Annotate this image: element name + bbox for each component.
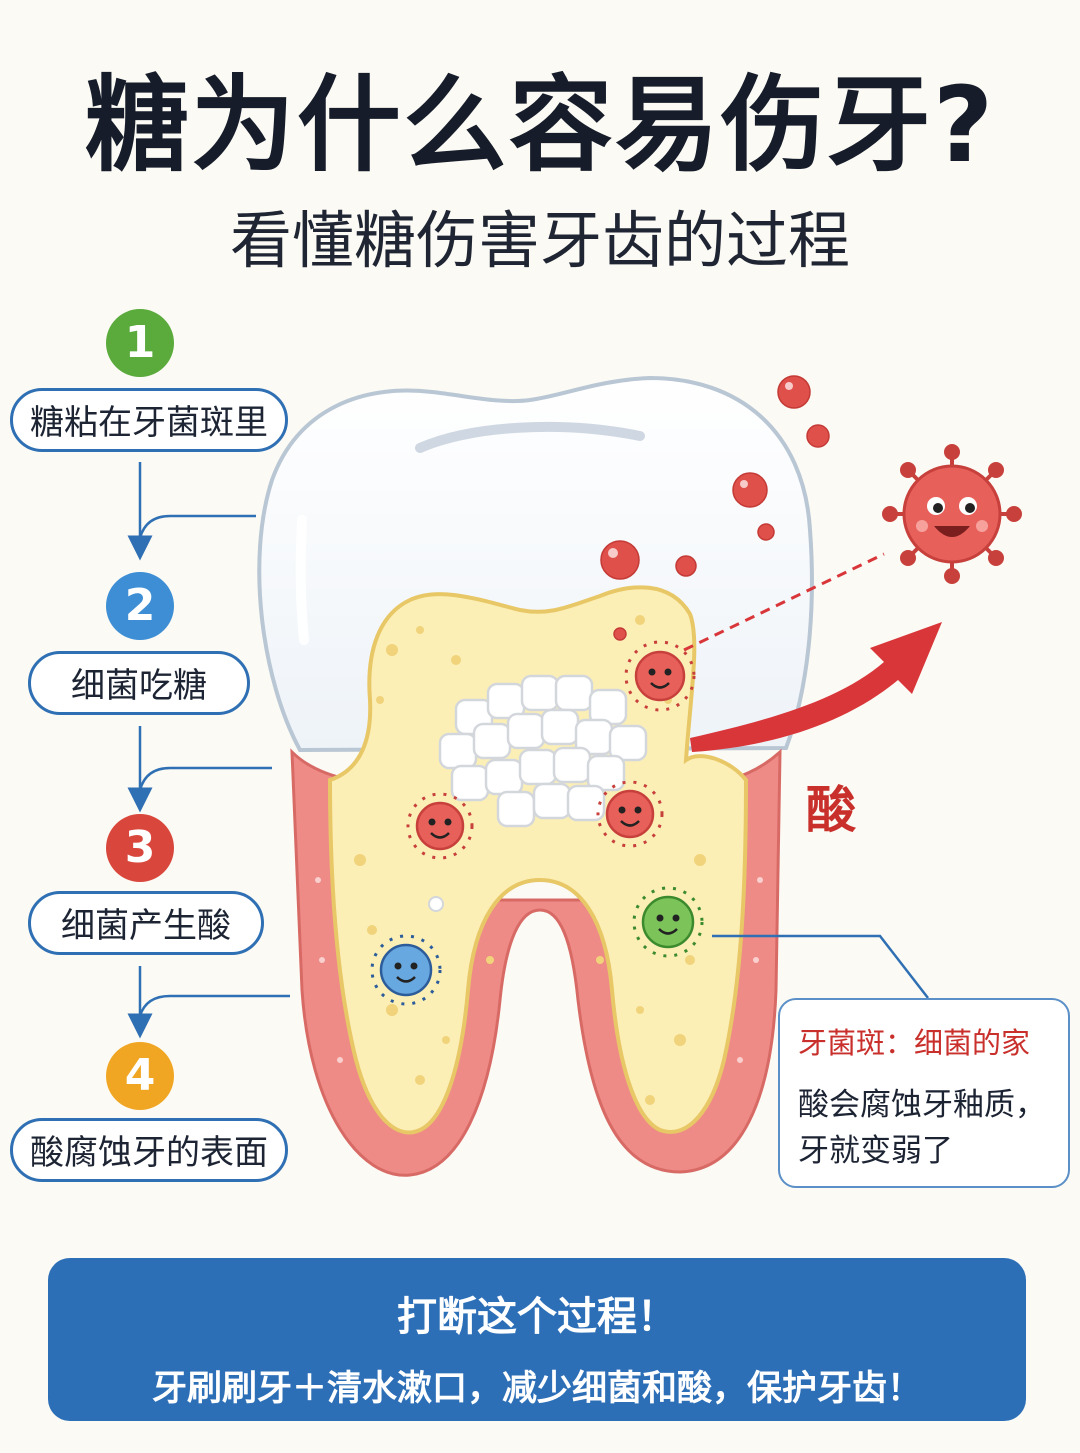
step-1-badge: 1 bbox=[106, 309, 174, 377]
plaque-speckles bbox=[354, 615, 706, 1105]
big-germ-icon bbox=[882, 444, 1022, 584]
step-3-badge: 3 bbox=[106, 814, 174, 882]
step-2-badge: 2 bbox=[106, 572, 174, 640]
green-germ-icon bbox=[632, 886, 704, 958]
step-2-label: 细菌吃糖 bbox=[28, 651, 250, 715]
tip-banner: 打断这个过程！ 牙刷刷牙＋清水漱口，减少细菌和酸，保护牙齿！ bbox=[48, 1258, 1026, 1421]
step-1-label: 糖粘在牙菌斑里 bbox=[10, 388, 288, 452]
gum-speckles bbox=[315, 877, 763, 1063]
step-3-label: 细菌产生酸 bbox=[28, 891, 264, 955]
step-4-badge: 4 bbox=[106, 1042, 174, 1110]
banner-text: 牙刷刷牙＋清水漱口，减少细菌和酸，保护牙齿！ bbox=[151, 1369, 922, 1409]
step-4-label: 酸腐蚀牙的表面 bbox=[10, 1118, 288, 1182]
page-title: 糖为什么容易伤牙? bbox=[84, 64, 996, 186]
plaque-info-box: 牙菌斑：细菌的家 酸会腐蚀牙釉质， 牙就变弱了 bbox=[778, 998, 1070, 1188]
blue-germ-icon bbox=[370, 934, 442, 1006]
dashed-pointer bbox=[683, 552, 885, 652]
red-germ-icon bbox=[624, 640, 696, 712]
info-box-title: 牙菌斑：细菌的家 bbox=[798, 1026, 1031, 1060]
red-germ-icon bbox=[596, 780, 664, 848]
callout-line bbox=[712, 934, 929, 999]
red-germ-icon bbox=[406, 792, 474, 860]
acid-arrow bbox=[690, 622, 942, 752]
flow-connectors bbox=[127, 462, 290, 1039]
banner-title: 打断这个过程！ bbox=[397, 1294, 677, 1340]
info-box-line-2: 牙就变弱了 bbox=[798, 1133, 953, 1169]
enamel-highlight bbox=[415, 421, 645, 453]
page-subtitle: 看懂糖伤害牙齿的过程 bbox=[229, 204, 850, 277]
plaque-layer bbox=[327, 585, 749, 1135]
acid-label: 酸 bbox=[806, 781, 856, 839]
sugar-cubes bbox=[438, 674, 648, 828]
info-box-line-1: 酸会腐蚀牙釉质， bbox=[798, 1087, 1046, 1123]
